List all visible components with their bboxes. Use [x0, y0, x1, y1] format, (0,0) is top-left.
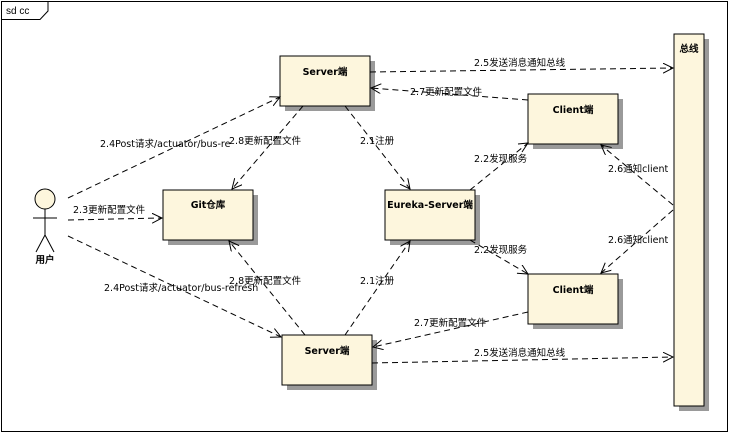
- edge-label-2-6-top: 2.6通知client: [608, 163, 668, 175]
- edge-2-4-top: [67, 97, 280, 199]
- edge-2-5-bottom: [371, 357, 673, 364]
- edge-2-2-bottom: [469, 239, 528, 274]
- node-eureka-label: Eureka-Server端: [387, 199, 473, 211]
- edge-label-2-7-bottom: 2.7更新配置文件: [414, 317, 487, 329]
- edge-2-2-top: [469, 142, 529, 191]
- frame-title: sd cc: [6, 6, 29, 17]
- node-bus[interactable]: 总线: [673, 33, 705, 407]
- edge-2-8-bottom: [229, 241, 306, 336]
- node-server-bottom-label: Server端: [305, 345, 350, 357]
- node-client-top[interactable]: Client端: [527, 93, 619, 145]
- edge-2-2-top-arrowhead: [517, 142, 530, 153]
- node-git[interactable]: Git仓库: [162, 189, 254, 241]
- edge-2-5-top: [369, 68, 673, 72]
- edge-2-3: [67, 218, 162, 220]
- frame-tab: [1, 1, 49, 20]
- edge-label-2-4-top: 2.4Post请求/actuator/bus-re: [100, 138, 231, 150]
- node-server-top[interactable]: Server端: [279, 55, 371, 107]
- edge-label-2-4-bottom: 2.4Post请求/actuator/bus-refresh: [104, 282, 258, 294]
- edge-label-2-8-top: 2.8更新配置文件: [229, 135, 302, 147]
- edge-labels: 2.5发送消息通知总线 2.7更新配置文件 2.4Post请求/actuator…: [73, 57, 668, 359]
- edge-2-8-top: [232, 105, 304, 189]
- edge-2-6-top: [601, 145, 674, 206]
- edge-2-6-bottom: [601, 209, 674, 273]
- node-client-bottom[interactable]: Client端: [527, 273, 619, 325]
- actor-user[interactable]: 用户: [33, 188, 57, 266]
- edge-2-7-top: [371, 88, 529, 101]
- node-server-top-label: Server端: [303, 66, 348, 78]
- node-client-bottom-label: Client端: [553, 284, 594, 296]
- edge-2-7-bottom: [373, 311, 529, 347]
- edge-label-2-7-top: 2.7更新配置文件: [410, 86, 483, 98]
- edge-label-2-1-bottom: 2.1注册: [360, 275, 395, 287]
- actor-user-icon: [33, 188, 57, 253]
- edge-label-2-8-bottom: 2.8更新配置文件: [229, 275, 302, 287]
- node-git-label: Git仓库: [191, 199, 226, 211]
- edge-label-2-5-bottom: 2.5发送消息通知总线: [474, 347, 566, 359]
- node-bus-label: 总线: [679, 43, 699, 55]
- edge-2-1-top: [344, 105, 410, 189]
- edge-label-2-3: 2.3更新配置文件: [73, 204, 146, 216]
- edge-label-2-2-top: 2.2发现服务: [474, 153, 528, 165]
- edges: [67, 68, 674, 364]
- node-client-top-label: Client端: [553, 104, 594, 116]
- edge-2-1-bottom: [344, 241, 410, 336]
- edge-label-2-6-bottom: 2.6通知client: [608, 234, 668, 246]
- edge-label-2-2-bottom: 2.2发现服务: [474, 244, 528, 256]
- node-server-bottom[interactable]: Server端: [281, 334, 373, 386]
- node-eureka[interactable]: Eureka-Server端: [384, 189, 476, 241]
- actor-user-label: 用户: [34, 254, 54, 266]
- edge-label-2-1-top: 2.1注册: [360, 135, 395, 147]
- edge-label-2-5-top: 2.5发送消息通知总线: [474, 57, 566, 69]
